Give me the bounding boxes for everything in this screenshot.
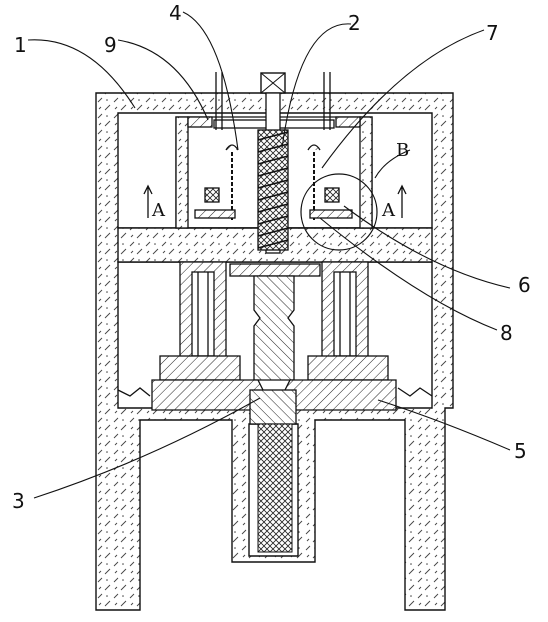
label-4: 4	[169, 1, 182, 25]
leader-lines	[27, 11, 511, 499]
section-a-left: A	[151, 200, 166, 221]
label-1: 1	[14, 33, 27, 57]
spring	[257, 129, 289, 251]
label-9: 9	[104, 33, 117, 57]
lower-assembly	[117, 261, 433, 553]
upper-assembly	[175, 72, 373, 277]
section-a-right: A	[381, 200, 396, 221]
section-markers	[143, 173, 407, 251]
detail-circle-b	[300, 173, 378, 251]
part-labels: 1 2 3 4 5 6 7 8 9	[12, 1, 531, 513]
label-2: 2	[348, 11, 361, 35]
label-7: 7	[486, 21, 499, 45]
section-labels: A A B	[151, 140, 409, 221]
label-6: 6	[518, 273, 531, 297]
label-3: 3	[12, 489, 25, 513]
label-5: 5	[514, 439, 527, 463]
detail-b-label: B	[396, 140, 409, 161]
label-8: 8	[500, 321, 513, 345]
